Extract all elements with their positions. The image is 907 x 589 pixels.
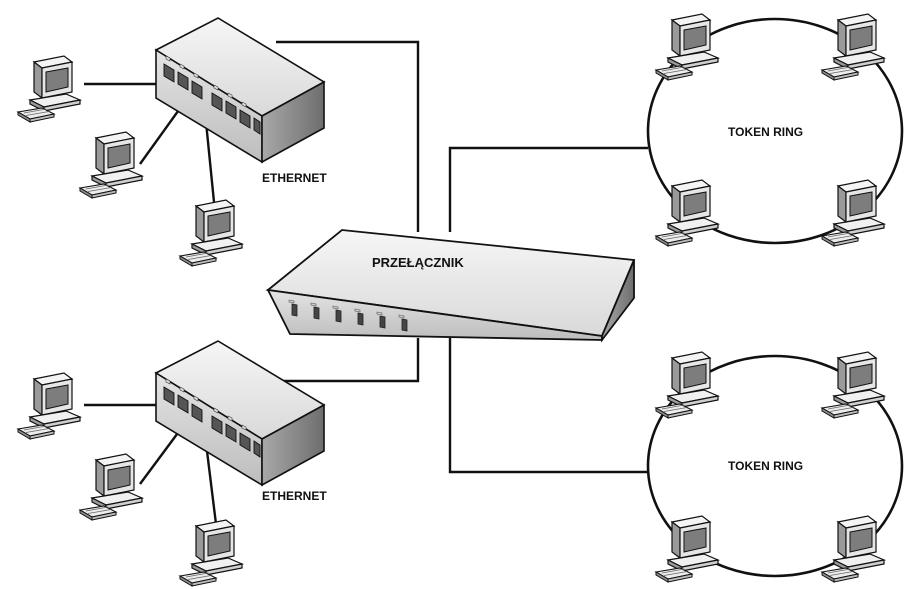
computer-icon (655, 13, 719, 81)
computer-icon (17, 55, 81, 123)
token-ring-bottom-circle (646, 354, 904, 578)
computer-icon (79, 131, 143, 199)
connection-lines (84, 40, 648, 525)
computer-icon (821, 351, 885, 419)
computer-icon (179, 519, 243, 587)
computer-icon (79, 453, 143, 521)
ethernet-label-top: ETHERNET (262, 171, 327, 185)
computer-icon (821, 179, 885, 247)
computer-icon (179, 199, 243, 267)
computer-icon (17, 372, 81, 440)
computer-icon (655, 179, 719, 247)
token-ring-top-circle (646, 17, 904, 245)
ethernet-label-bottom: ETHERNET (262, 489, 327, 503)
ethernet-hub-top (155, 17, 325, 163)
computer-icon (655, 515, 719, 583)
token-ring-label-bottom: TOKEN RING (728, 459, 803, 473)
switch-device (265, 229, 636, 343)
ethernet-hub-bottom (155, 340, 325, 486)
computer-icon (821, 515, 885, 583)
switch-label: PRZEŁĄCZNIK (372, 255, 464, 270)
computer-icon (655, 351, 719, 419)
token-ring-label-top: TOKEN RING (728, 125, 803, 139)
computer-icon (821, 13, 885, 81)
